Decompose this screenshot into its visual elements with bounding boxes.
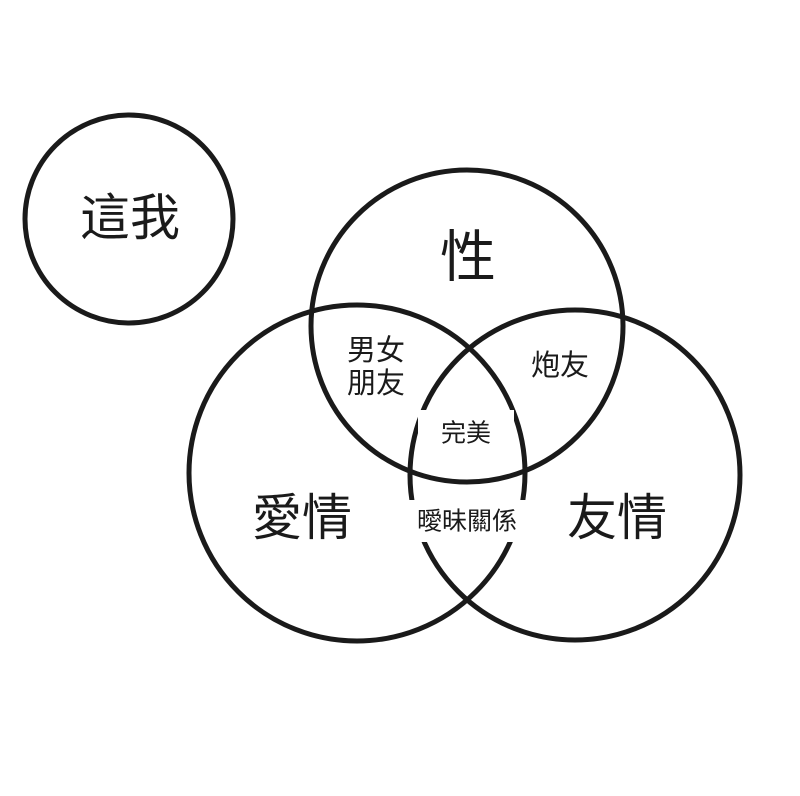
sex-circle bbox=[308, 167, 626, 485]
friendship-label: 友情 bbox=[567, 489, 667, 547]
ambiguous-label-background bbox=[399, 500, 535, 542]
friendship-circle bbox=[407, 307, 743, 643]
friends-with-benefits-label: 炮友 bbox=[531, 348, 589, 382]
ambiguous-label: 曖昧關係 bbox=[417, 507, 517, 536]
self-circle bbox=[22, 112, 236, 326]
couple-label-line2: 朋友 bbox=[347, 366, 405, 400]
perfect-label: 完美 bbox=[441, 419, 491, 448]
perfect-label-background bbox=[418, 410, 514, 456]
sex-label: 性 bbox=[440, 226, 496, 291]
love-label: 愛情 bbox=[252, 489, 352, 547]
self-label: 這我 bbox=[80, 189, 180, 247]
love-circle bbox=[186, 302, 528, 644]
couple-label-line1: 男女 bbox=[347, 333, 405, 367]
